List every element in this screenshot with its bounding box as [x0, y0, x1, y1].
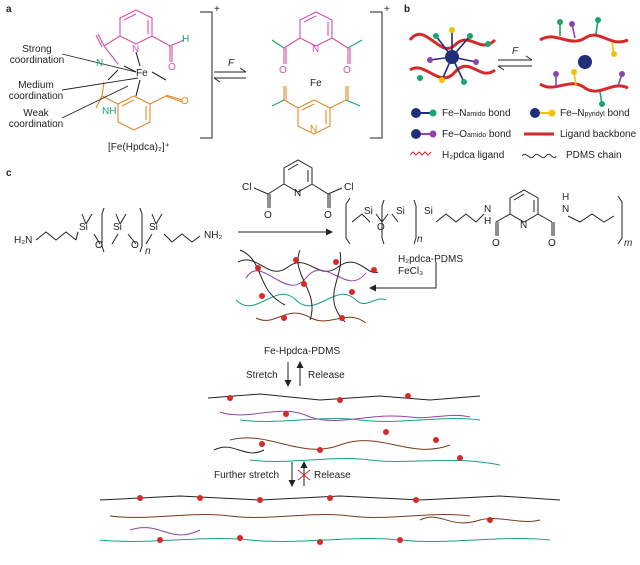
network-stretched-1: [207, 393, 501, 466]
monomer-nh2: NH₂: [204, 230, 223, 241]
legend-amido-post: bond: [485, 108, 511, 119]
atom-n-amide: N: [96, 58, 104, 69]
legend-amido: Fe–Namido bond: [442, 108, 511, 120]
legend-oamido-sub: amido: [467, 132, 487, 139]
legend-pyridyl-post: bond: [604, 108, 630, 119]
atom-n-right-upper: N: [312, 44, 320, 55]
polymer-si-3: Si: [424, 206, 433, 217]
legend-pdms: PDMS chain: [566, 150, 622, 161]
reagent-structure: [253, 159, 343, 208]
medium-coordination-label: Medium coordination: [8, 80, 64, 102]
product-label: Fe-Hpdca-PDMS: [264, 346, 341, 357]
panel-b-equilibrium: [497, 55, 533, 71]
legend-pyridyl: Fe–Npyridyl bond: [560, 108, 630, 120]
equilibrium-arrows-a: [213, 67, 247, 83]
atom-o-lower: O: [181, 96, 189, 107]
complex-bracket: [200, 11, 213, 139]
legend-amido-pre: Fe–N: [442, 108, 467, 119]
atom-o-upper: O: [168, 62, 176, 73]
monomer-si-2: Si: [113, 222, 122, 233]
reagent-cl-2: Cl: [344, 182, 354, 193]
polymer-n-amide-1: N: [484, 204, 492, 215]
force-label-a: F: [228, 58, 235, 69]
polymer-n-repeat: n: [417, 234, 423, 245]
atom-h-upper: H: [182, 34, 190, 45]
monomer-o-2: O: [131, 240, 139, 251]
further-stretch-label: Further stretch: [214, 470, 280, 481]
reagent-cl-1: Cl: [242, 182, 252, 193]
atom-n-right-lower: N: [310, 124, 318, 135]
legend-backbone: Ligand backbone: [560, 129, 637, 140]
charge-left: +: [214, 4, 220, 15]
reagent-n: N: [294, 188, 302, 199]
legend-pyridyl-sub: pyridyl: [584, 111, 605, 118]
atom-n-upper: N: [132, 44, 140, 55]
polymer-o: O: [377, 222, 385, 233]
monomer-si-1: Si: [79, 222, 88, 233]
panel-label-a: a: [6, 4, 12, 15]
polymer-structure: [345, 189, 623, 245]
stretch-label: Stretch: [246, 370, 278, 381]
reagent-o-2: O: [324, 210, 332, 221]
step-reagent-1: H₂pdca-PDMS: [398, 254, 464, 265]
polymer-m-repeat: m: [624, 238, 633, 249]
legend-oamido-pre: Fe–O: [442, 129, 468, 140]
monomer-h2n: H₂N: [14, 235, 33, 246]
right-bracket: [370, 11, 383, 139]
reagent-o-1: O: [264, 210, 272, 221]
monomer-o-1: O: [95, 240, 103, 251]
monomer-structure: [35, 207, 201, 253]
panel-b-network-left: [408, 27, 497, 85]
legend-pyridyl-pre: Fe–N: [560, 108, 585, 119]
weak-coordination-label: Weak coordination: [8, 108, 64, 130]
polymer-si-1: Si: [364, 206, 373, 217]
charge-right: +: [384, 4, 390, 15]
network-unstretched: [235, 249, 387, 324]
strong-coordination-label: Strong coordination: [9, 44, 65, 66]
upper-pyridine-ring: [119, 9, 153, 45]
stretch-arrows-1: [284, 361, 304, 387]
network-crosslinks-top: [255, 257, 377, 321]
monomer-si-3: Si: [149, 222, 158, 233]
release-label-1: Release: [308, 370, 345, 381]
lower-pyridine-ring: [117, 95, 151, 131]
panel-b-network-right: [539, 17, 629, 107]
legend-oamido-post: bond: [486, 129, 512, 140]
polymer-h-2: H: [562, 192, 570, 203]
polymer-o-1: O: [492, 238, 500, 249]
polymer-o-2: O: [548, 238, 556, 249]
stretch-arrows-2: [288, 461, 311, 487]
legend-oamido: Fe–Oamido bond: [442, 129, 511, 141]
network-stretched-2: [99, 495, 561, 542]
step-reagent-2: FeCl₃: [398, 266, 424, 277]
complex-formula: [Fe(Hpdca)₂]⁺: [108, 142, 170, 153]
panel-label-c: c: [6, 168, 12, 179]
polymer-n-amide-2: N: [562, 204, 570, 215]
complex-left-structure: [95, 9, 185, 131]
monomer-n-repeat: n: [145, 246, 151, 257]
fe-center-left: Fe: [136, 68, 148, 79]
fe-center-right: Fe: [310, 78, 322, 89]
legend-amido-sub: amido: [466, 111, 486, 118]
atom-nh-lower: NH: [102, 106, 117, 117]
coordination-pointer-lines: [61, 53, 139, 119]
force-label-b: F: [512, 46, 519, 57]
polymer-si-2: Si: [396, 206, 405, 217]
network-crosslinks-bottom: [137, 495, 493, 545]
polymer-h-1: H: [484, 216, 492, 227]
panel-label-b: b: [404, 4, 411, 15]
release-label-2: Release: [314, 470, 351, 481]
legend-ligand: H₂pdca ligand: [442, 150, 505, 161]
polymer-n-pyridine: N: [520, 220, 528, 231]
network-crosslinks-mid: [227, 393, 463, 461]
step-arrow: [369, 262, 437, 292]
atom-o-right-2: O: [343, 65, 351, 76]
legend-symbols: [409, 108, 557, 159]
complex-right-structure: [271, 11, 363, 135]
atom-o-right-1: O: [279, 65, 287, 76]
